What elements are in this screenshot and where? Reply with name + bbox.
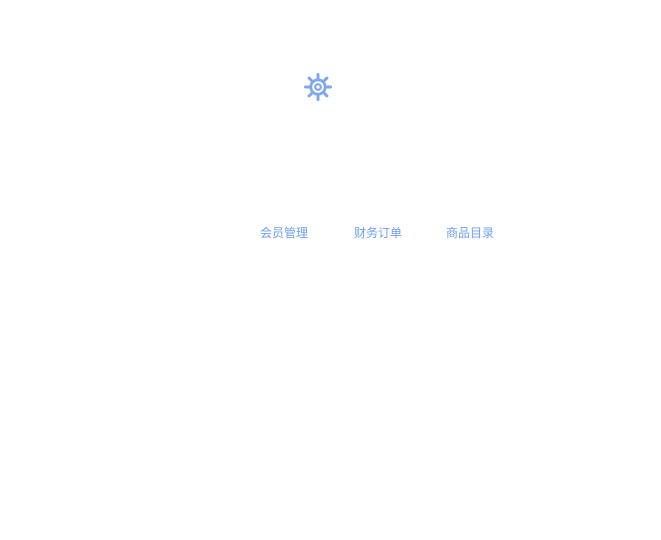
nav-product-catalog-link[interactable]: 商品目录 (446, 226, 495, 240)
nav-member-management-link[interactable]: 会员管理 (260, 226, 309, 240)
nav-finance-orders-link[interactable]: 财务订单 (354, 226, 403, 240)
gear-spinner-icon (304, 73, 332, 101)
main-nav: 会员管理 财务订单 商品目录 (0, 224, 661, 242)
